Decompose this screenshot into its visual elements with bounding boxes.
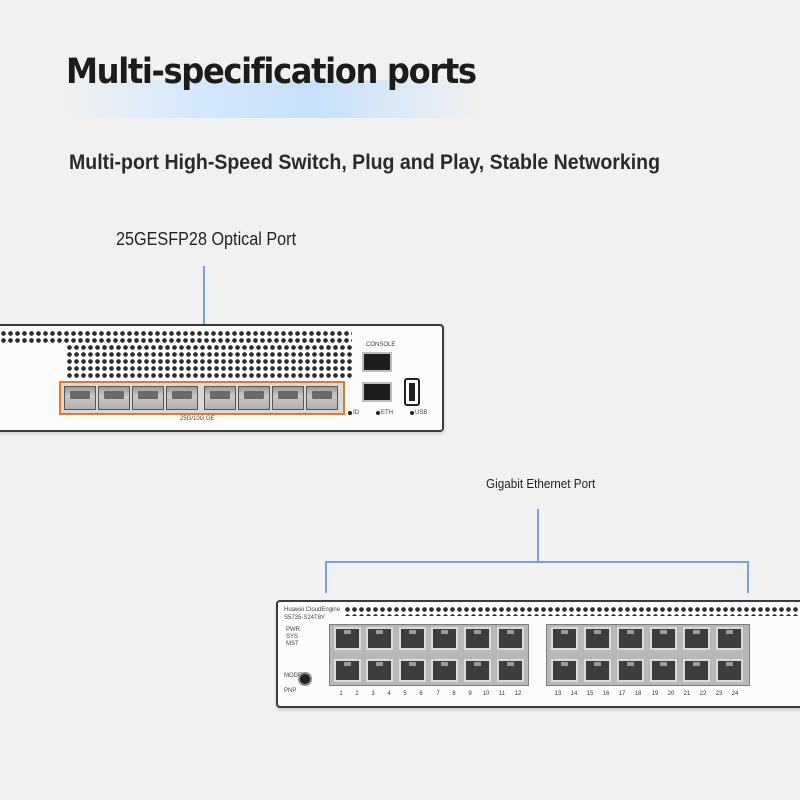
id-indicator (348, 411, 352, 415)
rj45-port[interactable] (399, 627, 426, 650)
sfp-port[interactable] (238, 386, 270, 410)
port-number-label: 8 (452, 691, 456, 697)
sfp-port[interactable] (132, 386, 164, 410)
rj45-port[interactable] (334, 659, 361, 682)
rj45-port[interactable] (617, 659, 644, 682)
rj45-port[interactable] (551, 659, 578, 682)
usb-indicator (410, 411, 414, 415)
led-sys: SYS (286, 634, 299, 640)
vent-perforation-top (344, 606, 800, 616)
port-number-label: 11 (498, 691, 506, 697)
port-number-label: 6 (419, 691, 423, 697)
port-number-label: 17 (618, 691, 626, 697)
console-port[interactable] (362, 352, 392, 372)
sfp-port[interactable] (306, 386, 338, 410)
console-label: CONSOLE (366, 342, 396, 348)
port-number-label: 19 (651, 691, 659, 697)
rj45-port[interactable] (431, 659, 458, 682)
sfp-port[interactable] (272, 386, 304, 410)
usb-label: USB (415, 410, 428, 416)
vent-perforation-top (0, 330, 352, 344)
page-subtitle: Multi-port High-Speed Switch, Plug and P… (69, 151, 661, 174)
rj45-port-block-left (329, 624, 529, 686)
rj45-port[interactable] (366, 659, 393, 682)
eth-label: ETH (381, 410, 393, 416)
title-highlight-band (62, 80, 482, 118)
ge-bracket-right-tick (747, 561, 749, 593)
rj45-port[interactable] (683, 627, 710, 650)
rj45-port[interactable] (716, 659, 743, 682)
vent-perforation-block (66, 344, 352, 378)
port-number-label: 7 (436, 691, 440, 697)
sfp-port-group (59, 381, 345, 415)
rj45-port[interactable] (716, 627, 743, 650)
port-number-label: 3 (371, 691, 375, 697)
port-number-label: 5 (403, 691, 407, 697)
page-title: Multi-specification ports (66, 52, 477, 92)
rj45-port[interactable] (650, 627, 677, 650)
ge-bracket-left-tick (325, 561, 327, 593)
port-number-label: 2 (355, 691, 359, 697)
rj45-port[interactable] (650, 659, 677, 682)
led-mst: MST (286, 641, 299, 647)
rj45-port[interactable] (399, 659, 426, 682)
port-number-label: 9 (468, 691, 472, 697)
rj45-port[interactable] (334, 627, 361, 650)
rj45-port[interactable] (584, 627, 611, 650)
led-pwr: PWR (286, 627, 300, 633)
id-label: ID (353, 410, 359, 416)
port-number-label: 18 (634, 691, 642, 697)
pnp-label: PNP (284, 688, 297, 694)
eth-port[interactable] (362, 382, 392, 402)
sfp-port[interactable] (204, 386, 236, 410)
sfp-port[interactable] (98, 386, 130, 410)
rj45-port[interactable] (497, 659, 524, 682)
switch-model: S5735-S24T8Y (284, 615, 326, 621)
rj45-port[interactable] (617, 627, 644, 650)
port-number-label: 15 (586, 691, 594, 697)
mode-label: MODE (284, 673, 302, 679)
port-number-label: 22 (699, 691, 707, 697)
rj45-port[interactable] (366, 627, 393, 650)
rj45-port[interactable] (464, 659, 491, 682)
switch-brand: Huawei CloudEngine (284, 607, 341, 613)
ge-callout-stem (537, 509, 539, 562)
mode-button[interactable] (298, 672, 312, 686)
port-number-label: 16 (602, 691, 610, 697)
port-number-label: 1 (339, 691, 343, 697)
sfp-port[interactable] (166, 386, 198, 410)
port-number-label: 10 (482, 691, 490, 697)
port-number-label: 14 (570, 691, 578, 697)
port-number-label: 21 (683, 691, 691, 697)
usb-port[interactable] (404, 378, 420, 406)
port-number-label: 13 (554, 691, 562, 697)
rj45-port[interactable] (683, 659, 710, 682)
rj45-port[interactable] (584, 659, 611, 682)
port-number-label: 4 (387, 691, 391, 697)
eth-indicator (376, 411, 380, 415)
rj45-port[interactable] (551, 627, 578, 650)
port-number-label: 23 (715, 691, 723, 697)
port-number-label: 12 (514, 691, 522, 697)
port-number-label: 20 (667, 691, 675, 697)
port-number-label: 24 (731, 691, 739, 697)
sfp-port-callout: 25GESFP28 Optical Port (116, 229, 297, 249)
ge-port-callout: Gigabit Ethernet Port (486, 476, 596, 491)
sfp-group-label: 25G/10G GE (180, 416, 215, 422)
rj45-port[interactable] (497, 627, 524, 650)
ge-callout-bracket (325, 561, 749, 563)
sfp-port[interactable] (64, 386, 96, 410)
rj45-port[interactable] (431, 627, 458, 650)
rj45-port[interactable] (464, 627, 491, 650)
